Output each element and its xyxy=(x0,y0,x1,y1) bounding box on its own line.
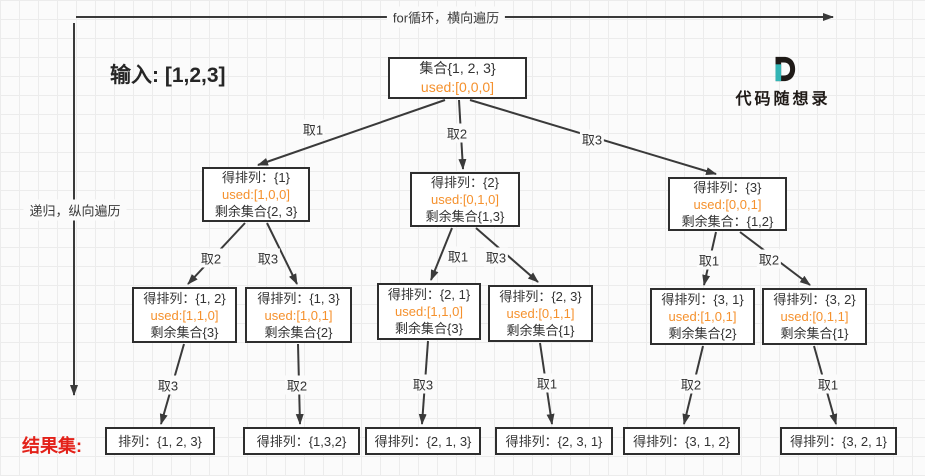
edge-label-take-1: 取1 xyxy=(696,250,722,270)
result-set-label: 结果集: xyxy=(22,436,82,456)
tree-node-perm-2: 得排列：{2} used:[0,1,0] 剩余集合{1,3} xyxy=(410,172,520,227)
node-line-perm: 得排列：{1,3,2} xyxy=(256,433,347,449)
node-line-used: used:[1,0,1] xyxy=(668,309,737,324)
result-node-312: 得排列：{3, 1, 2} xyxy=(623,427,740,455)
node-line-perm: 得排列：{1, 2} xyxy=(143,290,226,306)
tree-node-perm-13: 得排列：{1, 3} used:[1,0,1] 剩余集合{2} xyxy=(245,287,352,343)
edge-line xyxy=(257,99,446,166)
node-line-used: used:[0,1,1] xyxy=(780,309,849,324)
edge-label-take-3: 取3 xyxy=(155,375,181,395)
edge-label-take-3: 取3 xyxy=(579,129,605,149)
tree-node-perm-3: 得排列：{3} used:[0,0,1] 剩余集合：{1,2} xyxy=(668,177,787,231)
node-line-remaining: 剩余集合{2, 3} xyxy=(214,204,298,219)
code-thoughts-logo: 代码随想录 xyxy=(727,55,839,109)
node-line-remaining: 剩余集合{2} xyxy=(264,324,333,340)
node-line-perm: 排列：{1, 2, 3} xyxy=(118,433,202,449)
recursion-axis-label: 递归，纵向遍历 xyxy=(23,199,127,221)
edge-label-take-3: 取3 xyxy=(483,247,509,267)
edge-label-take-1: 取1 xyxy=(445,246,471,266)
node-line-perm: 得排列：{3, 2} xyxy=(773,292,856,307)
node-line-used: used:[1,1,0] xyxy=(150,307,219,323)
tree-node-perm-12: 得排列：{1, 2} used:[1,1,0] 剩余集合{3} xyxy=(132,287,237,343)
node-line-perm: 得排列：{1, 3} xyxy=(257,290,340,306)
edge-label-take-1: 取1 xyxy=(815,374,841,394)
node-line-remaining: 剩余集合{3} xyxy=(395,321,463,336)
node-line-set: 集合{1, 2, 3} xyxy=(419,60,496,76)
node-line-remaining: 剩余集合{1,3} xyxy=(425,209,505,224)
node-line-remaining: 剩余集合{1} xyxy=(780,326,849,341)
tree-node-perm-21: 得排列：{2, 1} used:[1,1,0] 剩余集合{3} xyxy=(377,283,481,340)
node-line-perm: 得排列：{2, 1, 3} xyxy=(374,433,472,449)
node-line-remaining: 剩余集合{2} xyxy=(668,326,737,341)
node-line-used: used:[0,0,1] xyxy=(693,196,762,212)
node-line-perm: 得排列：{2, 3} xyxy=(499,289,582,304)
node-line-perm: 得排列：{1} xyxy=(222,170,290,185)
tree-node-perm-23: 得排列：{2, 3} used:[0,1,1] 剩余集合{1} xyxy=(488,285,593,342)
edge-label-take-2: 取2 xyxy=(198,248,224,268)
input-label: 输入: [1,2,3] xyxy=(110,64,226,87)
tree-node-perm-31: 得排列：{3, 1} used:[1,0,1] 剩余集合{2} xyxy=(650,288,755,345)
tree-node-root: 集合{1, 2, 3} used:[0,0,0] xyxy=(388,57,527,99)
result-node-213: 得排列：{2, 1, 3} xyxy=(365,427,481,455)
node-line-perm: 得排列：{2} xyxy=(431,175,499,190)
edge-label-take-2: 取2 xyxy=(444,123,470,143)
node-line-perm: 得排列：{3, 1} xyxy=(661,292,744,307)
node-line-perm: 得排列：{2, 3, 1} xyxy=(505,433,603,449)
node-line-perm: 得排列：{3, 1, 2} xyxy=(633,433,730,449)
edge-line xyxy=(266,222,298,285)
edge-label-take-2: 取2 xyxy=(678,374,704,394)
edge-label-take-1: 取1 xyxy=(300,119,326,139)
node-line-remaining: 剩余集合{1} xyxy=(506,323,575,338)
edge-label-take-2: 取2 xyxy=(756,249,782,269)
edge-label-take-2: 取2 xyxy=(284,375,310,395)
result-node-123: 排列：{1, 2, 3} xyxy=(105,427,215,455)
logo-d-icon xyxy=(727,55,839,83)
node-line-used: used:[0,1,1] xyxy=(506,306,575,321)
tree-node-perm-1: 得排列：{1} used:[1,0,0] 剩余集合{2, 3} xyxy=(202,167,310,222)
node-line-perm: 得排列：{3, 2, 1} xyxy=(790,433,887,449)
node-line-used: used:[1,1,0] xyxy=(395,304,463,319)
node-line-remaining: 剩余集合{3} xyxy=(150,324,219,340)
edge-label-take-3: 取3 xyxy=(255,248,281,268)
edge-line xyxy=(430,227,453,281)
node-line-used: used:[0,0,0] xyxy=(420,79,495,95)
node-line-used: used:[1,0,0] xyxy=(222,187,290,202)
tree-node-perm-32: 得排列：{3, 2} used:[0,1,1] 剩余集合{1} xyxy=(762,288,867,345)
for-loop-axis-label: for循环，横向遍历 xyxy=(386,6,506,28)
logo-brand-text: 代码随想录 xyxy=(735,89,831,108)
node-line-perm: 得排列：{2, 1} xyxy=(387,287,471,302)
edge-label-take-3: 取3 xyxy=(410,374,436,394)
edge-label-take-1: 取1 xyxy=(534,373,560,393)
result-node-132: 得排列：{1,3,2} xyxy=(243,427,360,455)
result-node-231: 得排列：{2, 3, 1} xyxy=(495,427,613,455)
node-line-used: used:[1,0,1] xyxy=(264,307,333,323)
node-line-perm: 得排列：{3} xyxy=(693,179,762,195)
node-line-used: used:[0,1,0] xyxy=(431,192,499,207)
node-line-remaining: 剩余集合：{1,2} xyxy=(681,213,774,229)
result-node-321: 得排列：{3, 2, 1} xyxy=(780,427,897,455)
